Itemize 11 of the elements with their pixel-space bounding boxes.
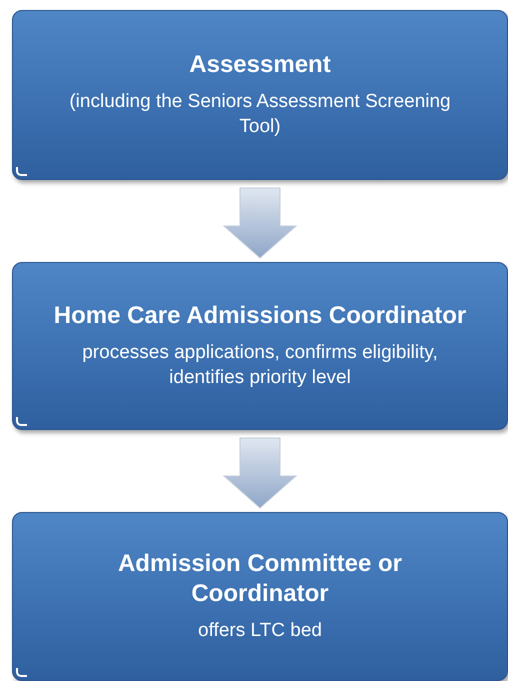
box-description: (including the Seniors Assessment Screening Tool) xyxy=(68,90,452,139)
box-heading: Home Care Admissions Coordinator xyxy=(54,301,466,332)
down-arrow xyxy=(222,188,298,259)
process-box xyxy=(12,262,508,430)
box-heading: Admission Committee or Coordinator xyxy=(116,549,404,610)
process-box xyxy=(12,10,508,180)
down-arrow xyxy=(222,438,298,509)
process-box xyxy=(12,512,508,681)
box-description: offers LTC bed xyxy=(198,619,322,644)
box-heading: Assessment xyxy=(189,50,331,80)
box-description: processes applications, confirms eligibility, identifies priority level xyxy=(81,341,439,390)
